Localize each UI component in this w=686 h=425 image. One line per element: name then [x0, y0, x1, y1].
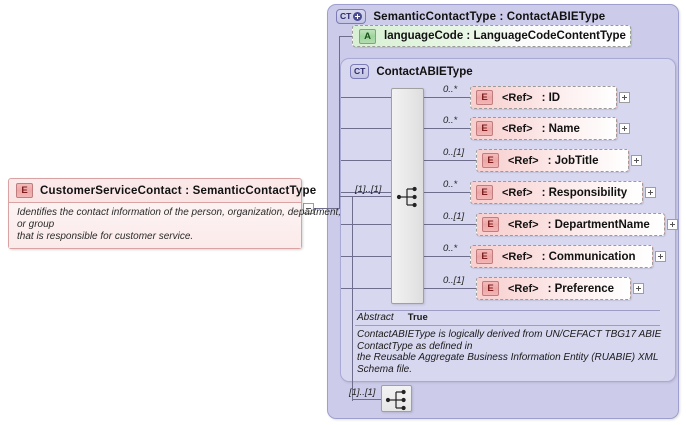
- branch-line-1: [424, 97, 470, 98]
- element-icon: E: [482, 281, 499, 296]
- branch-stub-6: [341, 256, 391, 257]
- element-reference-row[interactable]: E <Ref> : JobTitle: [476, 149, 629, 172]
- element-cardinality: 0..[1]: [443, 211, 465, 222]
- connector-inner-entry: [339, 196, 353, 197]
- abstract-key: Abstract: [357, 312, 394, 323]
- abstract-doc-line: Schema file.: [357, 363, 413, 375]
- element-cardinality: 0..[1]: [443, 275, 465, 286]
- ct-icon-letters: CT: [340, 11, 352, 21]
- element-cardinality: 0..*: [443, 84, 458, 95]
- plus-circle-icon: [353, 12, 363, 21]
- branch-stub-2: [341, 128, 391, 129]
- element-icon: E: [476, 90, 493, 105]
- element-reference-row[interactable]: E <Ref> : Responsibility: [470, 181, 643, 204]
- attribute-row-languagecode[interactable]: A languageCode : LanguageCodeContentType: [352, 25, 631, 47]
- root-element-box[interactable]: E CustomerServiceContact : SemanticConta…: [8, 178, 342, 249]
- abstract-annotation-panel: Abstract True ContactABIEType is logical…: [355, 310, 662, 375]
- inner-complextype-title: ContactABIEType: [376, 65, 473, 78]
- root-doc-line: that is responsible for customer service…: [17, 231, 194, 242]
- root-element-title: CustomerServiceContact : SemanticContact…: [40, 184, 317, 197]
- element-icon: E: [476, 249, 493, 264]
- branch-stub-5: [341, 224, 391, 225]
- element-ref-label: <Ref>: [502, 250, 533, 263]
- inner-complextype-header: CT ContactABIEType: [350, 64, 473, 79]
- element-ref-label: <Ref>: [502, 186, 533, 199]
- element-icon: E: [16, 183, 33, 198]
- complextype-icon: CT: [350, 64, 370, 79]
- bottom-sequence-cardinality: [1]..[1]: [349, 387, 376, 398]
- element-expand-toggle[interactable]: [631, 155, 642, 166]
- sequence-cardinality: [1]..[1]: [355, 184, 382, 195]
- branch-line-5: [424, 224, 476, 225]
- connector-spine-outer: [339, 36, 340, 209]
- element-cardinality: 0..[1]: [443, 147, 465, 158]
- connector-to-attribute: [339, 36, 353, 37]
- element-cardinality: 0..*: [443, 243, 458, 254]
- element-expand-toggle[interactable]: [667, 219, 678, 230]
- element-reference-row[interactable]: E <Ref> : Name: [470, 117, 617, 140]
- attribute-icon: A: [359, 28, 376, 44]
- sequence-compositor-icon: [396, 186, 417, 208]
- bottom-sequence-compositor-plate[interactable]: [381, 385, 412, 412]
- branch-line-7: [424, 288, 476, 289]
- element-name: : ID: [541, 91, 561, 104]
- connector-spine-outer-entry: [322, 208, 340, 209]
- element-name: : Responsibility: [541, 186, 628, 199]
- element-reference-row[interactable]: E <Ref> : ID: [470, 86, 617, 109]
- abstract-value: True: [407, 312, 428, 323]
- root-element-header: E CustomerServiceContact : SemanticConta…: [9, 179, 316, 203]
- attribute-label: languageCode : LanguageCodeContentType: [384, 30, 626, 42]
- abstract-row: Abstract True: [355, 310, 660, 326]
- outer-complextype-header: CT SemanticContactType : ContactABIEType: [336, 9, 605, 24]
- root-doc-line: Identifies the contact information of th…: [17, 207, 342, 218]
- element-expand-toggle[interactable]: [645, 187, 656, 198]
- root-element-documentation: Identifies the contact information of th…: [9, 203, 342, 248]
- branch-stub-4: [341, 192, 391, 193]
- element-expand-toggle[interactable]: [633, 283, 644, 294]
- branch-line-3: [424, 160, 476, 161]
- abstract-doc-line: the Reusable Aggregate Business Informat…: [357, 352, 659, 363]
- sequence-compositor-plate[interactable]: [391, 88, 424, 304]
- connector-spine-inner: [352, 196, 353, 401]
- connector-to-bottom-sequence: [352, 399, 381, 400]
- element-name: : JobTitle: [547, 154, 599, 167]
- branch-stub-3: [341, 160, 391, 161]
- branch-line-4: [424, 192, 470, 193]
- abstract-doc-line: ContactABIEType is logically derived fro…: [357, 329, 662, 340]
- sequence-compositor-icon: [385, 389, 406, 411]
- connector-to-sequence: [352, 196, 391, 197]
- outer-complextype-title: SemanticContactType : ContactABIEType: [373, 10, 606, 23]
- element-icon: E: [476, 121, 493, 136]
- complextype-expand-icon[interactable]: CT: [336, 9, 367, 24]
- root-doc-line: or group: [17, 219, 55, 230]
- element-name: : DepartmentName: [547, 218, 650, 231]
- element-ref-label: <Ref>: [508, 218, 539, 231]
- element-name: : Communication: [541, 250, 636, 263]
- element-expand-toggle[interactable]: [619, 92, 630, 103]
- element-name: : Preference: [547, 282, 615, 295]
- element-icon: E: [482, 153, 499, 168]
- element-expand-toggle[interactable]: [619, 123, 630, 134]
- abstract-documentation: ContactABIEType is logically derived fro…: [355, 326, 662, 375]
- element-ref-label: <Ref>: [502, 122, 533, 135]
- element-ref-label: <Ref>: [508, 282, 539, 295]
- branch-stub-1: [341, 97, 391, 98]
- element-cardinality: 0..*: [443, 179, 458, 190]
- abstract-doc-line: ContactType as defined in: [357, 340, 473, 352]
- element-reference-row[interactable]: E <Ref> : DepartmentName: [476, 213, 665, 236]
- branch-line-6: [424, 256, 470, 257]
- root-collapse-toggle[interactable]: [303, 203, 314, 214]
- element-icon: E: [482, 217, 499, 232]
- element-icon: E: [476, 185, 493, 200]
- branch-line-2: [424, 128, 470, 129]
- element-reference-row[interactable]: E <Ref> : Communication: [470, 245, 653, 268]
- element-ref-label: <Ref>: [508, 154, 539, 167]
- element-cardinality: 0..*: [443, 115, 458, 126]
- element-reference-row[interactable]: E <Ref> : Preference: [476, 277, 631, 300]
- element-ref-label: <Ref>: [502, 91, 533, 104]
- element-name: : Name: [541, 122, 580, 135]
- element-expand-toggle[interactable]: [655, 251, 666, 262]
- ct-icon-letters: CT: [354, 66, 366, 76]
- branch-stub-7: [341, 288, 391, 289]
